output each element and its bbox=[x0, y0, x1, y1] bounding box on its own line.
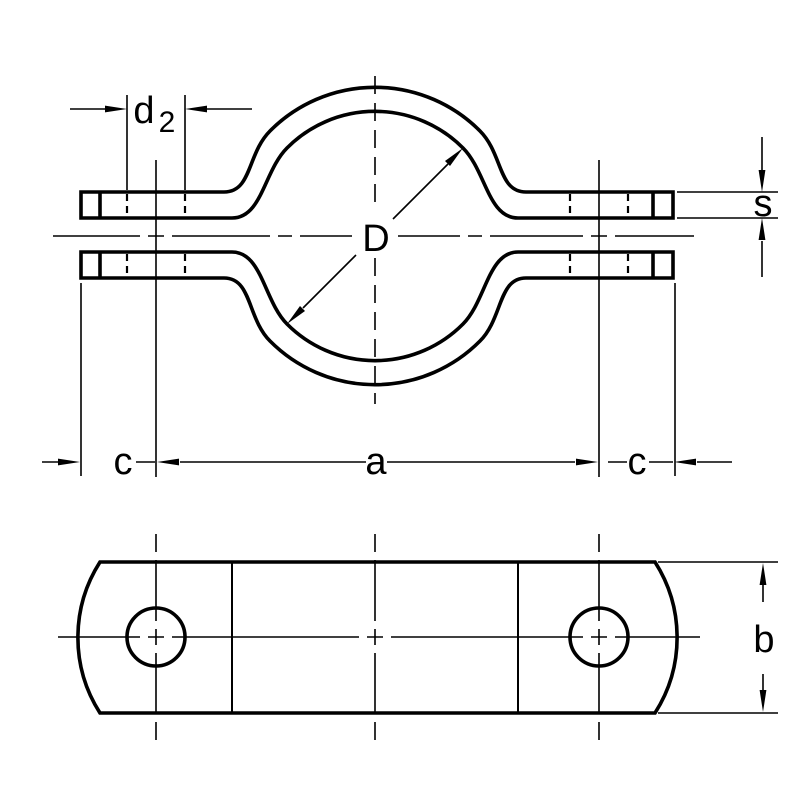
dimension-c-a-c: c a c bbox=[42, 283, 732, 483]
dimension-d2: d 2 bbox=[70, 90, 252, 190]
dimension-D: D bbox=[287, 148, 463, 324]
plan-view: b bbox=[58, 534, 778, 740]
dim-label-d2-subscript: 2 bbox=[159, 106, 176, 139]
c-right-arrowhead-outer bbox=[674, 458, 696, 466]
a-arrowhead-right bbox=[576, 458, 598, 466]
lower-clamp-half-outline bbox=[79, 250, 675, 387]
D-leader-upper bbox=[392, 163, 449, 220]
D-arrowhead-lower bbox=[287, 306, 305, 324]
s-arrowhead-top bbox=[758, 170, 766, 192]
dim-label-d2: d bbox=[133, 90, 154, 132]
dim-label-c-left: c bbox=[114, 441, 133, 483]
b-arrowhead-bottom bbox=[759, 690, 767, 712]
a-arrowhead-left bbox=[157, 458, 179, 466]
d2-arrowhead-right bbox=[185, 105, 207, 113]
hidden-hole-edges bbox=[125, 194, 630, 276]
D-leader-lower bbox=[302, 254, 357, 309]
b-arrowhead-top bbox=[759, 563, 767, 585]
plate-outline bbox=[76, 560, 679, 715]
s-arrowhead-bottom bbox=[758, 218, 766, 240]
dim-label-s: s bbox=[754, 183, 773, 225]
dim-label-a: a bbox=[365, 441, 387, 483]
dim-label-D: D bbox=[362, 218, 389, 260]
D-arrowhead-upper bbox=[445, 148, 463, 166]
dim-label-c-right: c bbox=[628, 441, 647, 483]
front-view: d 2 D s c bbox=[42, 76, 778, 483]
dim-label-b: b bbox=[753, 619, 774, 661]
c-left-arrowhead-outer bbox=[58, 458, 80, 466]
dimension-s: s bbox=[677, 137, 778, 277]
d2-arrowhead-left bbox=[105, 105, 127, 113]
dimension-b: b bbox=[658, 561, 778, 714]
upper-clamp-half-outline bbox=[79, 85, 675, 220]
